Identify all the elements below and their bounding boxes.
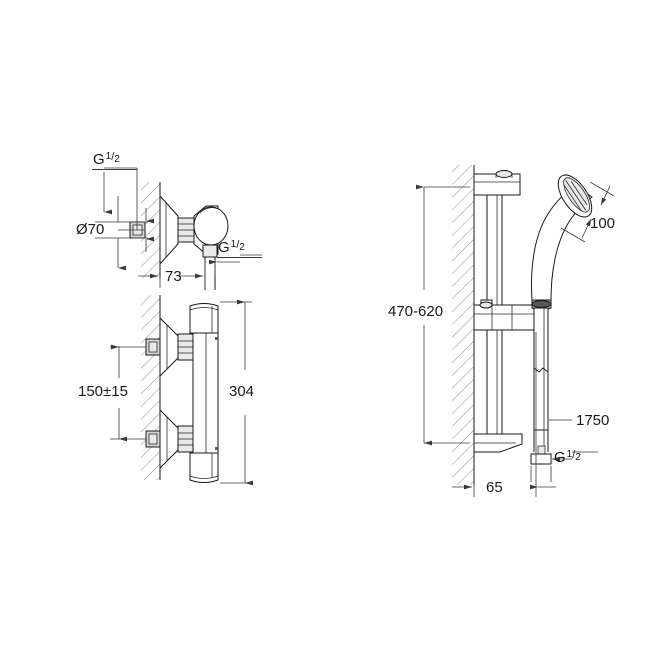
escutcheon-lower	[159, 408, 179, 470]
rail-slider-holder	[473, 299, 537, 331]
inlet-nipple-upper	[145, 338, 161, 356]
fraction-slash: /	[572, 449, 576, 461]
fraction-denominator: 2	[114, 154, 120, 165]
dim-label-g-half-hose: G1/2	[554, 449, 581, 466]
rail-bracket-lower	[473, 433, 523, 453]
fraction-numerator: 1	[105, 151, 112, 162]
dim-label-head-100: 100	[590, 215, 616, 232]
union-lower	[177, 425, 194, 453]
shower-rail-tube-lower	[486, 329, 503, 439]
view-bottom-left-mixer	[141, 295, 219, 483]
fraction-denominator: 2	[575, 452, 581, 463]
wall-section-bottom	[141, 295, 161, 480]
dim-label-projection-65: 65	[486, 479, 503, 496]
dim-label-g-half-outlet-underline	[217, 257, 262, 258]
dim-label-g-half-top-underline	[92, 169, 137, 170]
valve-head-top	[193, 205, 229, 255]
shower-hose	[530, 307, 552, 465]
dim-label-g-half-top: G1/2	[93, 151, 120, 168]
fraction-numerator: 1	[230, 239, 237, 250]
view-right-rail-set	[452, 165, 593, 485]
dim-label-range-470-620: 470-620	[388, 303, 444, 320]
escutcheon-cone-top	[159, 194, 179, 266]
view-top-left-inlet	[129, 182, 229, 290]
handle-top	[189, 303, 219, 334]
dim-label-depth-73: 73	[165, 268, 182, 285]
dim-label-length-304: 304	[229, 383, 255, 400]
dim-label-hose-1750: 1750	[576, 412, 610, 429]
inlet-nipple-lower	[145, 430, 161, 448]
fraction-slash: /	[111, 151, 115, 163]
dim-label-g-half-outlet: G1/2	[218, 239, 245, 256]
dims-bottom-left	[110, 299, 253, 486]
dims-right	[416, 181, 615, 497]
mixer-body	[192, 332, 219, 454]
handle-bottom	[189, 452, 219, 483]
escutcheon-upper	[159, 316, 179, 378]
fraction-numerator: 1	[566, 449, 573, 460]
union-upper	[177, 333, 194, 361]
eccentric-union-top	[177, 217, 195, 243]
dims-top-left	[95, 167, 262, 288]
g-symbol: G	[554, 449, 566, 466]
fraction-slash: /	[236, 239, 240, 251]
shower-rail-tube	[486, 194, 503, 308]
hand-shower-handset	[531, 174, 593, 311]
dim-label-centre-150: 150±15	[78, 383, 128, 400]
g-symbol: G	[93, 151, 105, 168]
wall-section-right	[452, 165, 475, 485]
rail-bracket-upper	[473, 170, 521, 196]
dim-label-diameter-70: Ø70	[76, 221, 105, 238]
g-symbol: G	[218, 239, 230, 256]
fraction-denominator: 2	[239, 242, 245, 253]
